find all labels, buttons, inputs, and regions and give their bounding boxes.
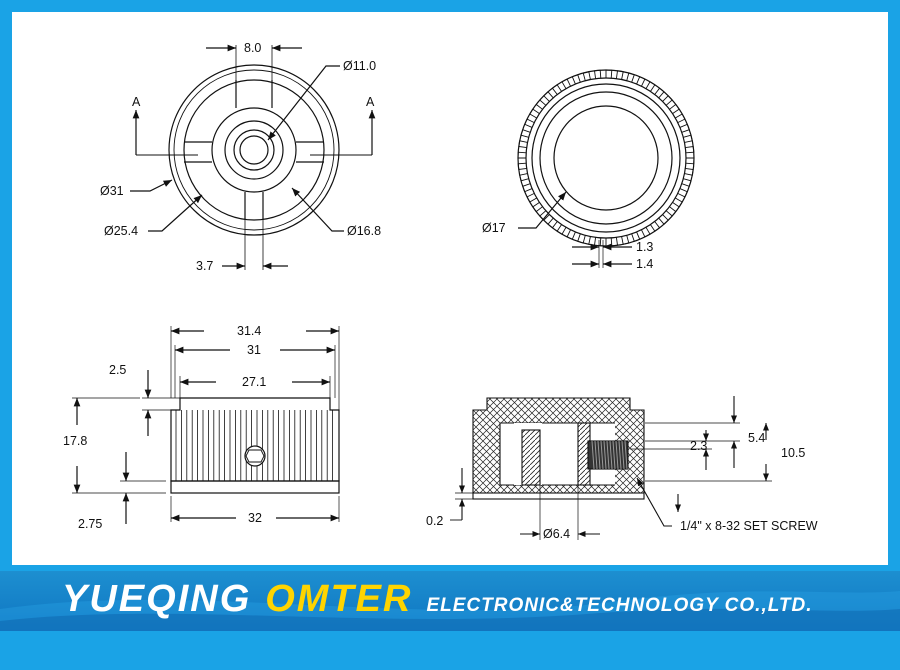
dim-b-label: 2.3 [690,439,707,453]
outer-circle [168,64,340,236]
section-hub [521,429,541,486]
dim-height-label: 17.8 [63,434,87,448]
company-name-part-2: OMTER [265,578,413,620]
bore-inner-circle [239,135,269,165]
bore-outer-circle [224,120,284,180]
dim-hub-leader [291,187,344,232]
dim-base-label: 2.75 [78,517,102,531]
dim-c-label: 10.5 [781,446,805,460]
dim-hub-label: Ø16.8 [347,224,381,238]
outer-rim-circle [173,69,335,231]
dim-web-label: 3.7 [196,259,213,273]
dim-outer-label: Ø31 [100,184,124,198]
dim-a-label: 5.4 [748,431,765,445]
dim-step-label: 2.5 [109,363,126,377]
dim-e-label: Ø6.4 [543,527,570,541]
dim-tooth-b-label: 1.4 [636,257,653,271]
technical-drawing: A A 8.0 Ø11.0 Ø31 Ø25.4 Ø16.8 3.7 Ø17 1.… [63,41,818,541]
seat-circle [539,91,673,225]
knurl-inner-circle [525,77,687,239]
bottom-view [517,69,695,268]
inner-circle [183,79,325,221]
company-name-part-1: YUEQING [62,578,252,620]
knob-base [170,480,340,494]
knob-body-outline [170,397,340,482]
knurl-teeth [517,69,695,247]
callout-label: 1/4" x 8-32 SET SCREW [680,519,818,533]
set-screw-hole [244,445,266,467]
web-lines-horizontal [184,141,324,163]
section-view [450,396,772,540]
drawing-sheet: A A 8.0 Ø11.0 Ø31 Ø25.4 Ø16.8 3.7 Ø17 1.… [12,12,888,565]
callout-leader [636,477,672,527]
dim-bore-leader [267,65,340,141]
side-view [72,326,340,524]
set-screw-hex [245,449,265,463]
dim-bore-label: Ø11.0 [343,59,376,73]
dim-d-label: 0.2 [426,514,443,528]
dim-top-label: 31 [247,343,261,357]
dim-inner-leader [148,194,203,232]
bore-circle [233,129,275,171]
section-mark-right: A [366,95,375,109]
dim-top-outer-label: 31.4 [237,324,261,338]
bottom-strip [0,631,900,670]
hub-circle [211,107,297,193]
knurl-ribs [175,410,334,481]
top-view [130,44,376,270]
bore-circle-bottom [553,105,659,211]
section-base [472,492,645,500]
dim-top-inner-label: 27.1 [242,375,266,389]
rim-circle [531,83,681,233]
web-lines-vertical [235,80,273,220]
dim-inner-label: Ø25.4 [104,224,138,238]
dim-slot-label: 8.0 [244,41,261,55]
company-name: YUEQING OMTER ELECTRONIC&TECHNOLOGY CO.,LT… [62,578,813,621]
dim-bore-bottom-leader [518,191,567,229]
set-screw-thread [591,440,628,470]
dim-bore-bottom-label: Ø17 [482,221,506,235]
dim-tooth-a-label: 1.3 [636,240,653,254]
dim-outer-leader [130,179,173,192]
company-banner [0,571,900,631]
dim-width-label: 32 [248,511,262,525]
section-mark-left: A [132,95,141,109]
company-name-part-3: ELECTRONIC&TECHNOLOGY CO.,LTD. [426,595,813,616]
banner-wave [0,591,900,631]
